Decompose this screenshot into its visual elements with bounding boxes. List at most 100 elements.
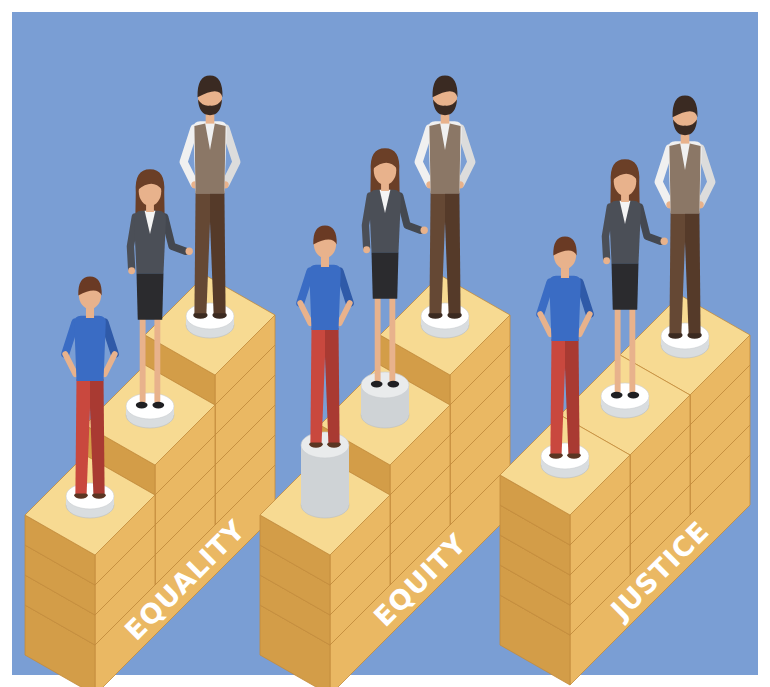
leg bbox=[389, 294, 395, 380]
pedestal bbox=[661, 323, 709, 358]
pedestal bbox=[601, 383, 649, 418]
person-figure bbox=[128, 169, 193, 408]
sleeve bbox=[659, 148, 670, 203]
leg bbox=[140, 315, 146, 401]
pedestal-top bbox=[541, 443, 589, 469]
trousers bbox=[75, 379, 90, 494]
pedestal-top bbox=[601, 383, 649, 409]
jacket bbox=[609, 201, 641, 263]
skirt bbox=[612, 263, 639, 310]
pedestal bbox=[186, 303, 234, 338]
forearm bbox=[65, 354, 75, 374]
person-figure bbox=[363, 148, 428, 387]
block-top bbox=[25, 455, 155, 555]
block-top bbox=[500, 415, 630, 515]
sleeve bbox=[300, 272, 310, 304]
vest bbox=[429, 124, 460, 194]
hair bbox=[433, 76, 458, 98]
hand bbox=[421, 227, 428, 234]
sleeve bbox=[340, 272, 350, 304]
hand bbox=[128, 267, 135, 274]
vest bbox=[669, 144, 700, 214]
pedestal bbox=[301, 432, 349, 518]
trousers bbox=[325, 328, 340, 443]
shoe bbox=[627, 392, 639, 399]
trousers bbox=[210, 191, 226, 313]
person-figure bbox=[540, 236, 590, 458]
blouse bbox=[145, 211, 156, 234]
forearm bbox=[340, 303, 350, 323]
sleeve bbox=[165, 217, 186, 251]
sleeve bbox=[461, 128, 472, 183]
forearm bbox=[540, 314, 550, 334]
hair bbox=[198, 76, 223, 98]
sleeve bbox=[226, 128, 237, 183]
pedestal-top bbox=[66, 483, 114, 509]
shirt bbox=[309, 265, 341, 330]
pedestal bbox=[361, 372, 409, 428]
hair bbox=[138, 170, 163, 190]
person-figure bbox=[65, 276, 115, 498]
trousers bbox=[550, 339, 565, 454]
pedestal bbox=[541, 443, 589, 478]
jacket bbox=[369, 190, 401, 252]
person-figure bbox=[659, 96, 712, 339]
hair bbox=[613, 160, 638, 180]
background-panel bbox=[12, 12, 758, 675]
block-top bbox=[85, 365, 215, 465]
leg bbox=[629, 305, 635, 391]
trousers bbox=[194, 191, 210, 313]
jacket bbox=[134, 211, 166, 273]
trousers bbox=[669, 211, 685, 333]
forearm bbox=[580, 314, 590, 334]
pedestal bbox=[421, 303, 469, 338]
skirt bbox=[372, 252, 399, 299]
shoe bbox=[136, 402, 148, 409]
shirt bbox=[668, 141, 702, 213]
beard bbox=[433, 100, 457, 116]
trousers bbox=[685, 211, 701, 333]
person-figure bbox=[300, 225, 350, 447]
hair bbox=[78, 276, 101, 295]
shoe bbox=[611, 392, 623, 399]
sleeve bbox=[701, 148, 712, 203]
shirt bbox=[74, 316, 106, 381]
hand bbox=[186, 248, 193, 255]
hair bbox=[673, 96, 698, 118]
leg bbox=[375, 294, 381, 380]
blouse bbox=[380, 190, 391, 213]
sleeve bbox=[184, 128, 195, 183]
sleeve bbox=[400, 196, 421, 230]
sleeve bbox=[65, 323, 75, 355]
blouse bbox=[620, 201, 631, 224]
person-figure bbox=[184, 76, 237, 319]
pedestal bbox=[66, 483, 114, 518]
pedestal bbox=[126, 393, 174, 428]
beard bbox=[198, 100, 222, 116]
trousers bbox=[429, 191, 445, 313]
skirt bbox=[137, 273, 164, 320]
sleeve bbox=[105, 323, 115, 355]
pedestal-top bbox=[361, 372, 409, 398]
sleeve bbox=[580, 283, 590, 315]
shirt bbox=[193, 121, 227, 193]
shoe bbox=[387, 381, 399, 388]
shoe bbox=[371, 381, 383, 388]
pedestal-top bbox=[301, 432, 349, 458]
trousers bbox=[310, 328, 325, 443]
person-figure bbox=[419, 76, 472, 319]
leg bbox=[615, 305, 621, 391]
trousers bbox=[90, 379, 105, 494]
forearm bbox=[300, 303, 310, 323]
leg bbox=[154, 315, 160, 401]
hair bbox=[553, 236, 576, 255]
forearm bbox=[105, 354, 115, 374]
person-figure bbox=[603, 159, 668, 398]
shirt bbox=[549, 276, 581, 341]
block-top bbox=[380, 275, 510, 375]
trousers bbox=[565, 339, 580, 454]
hand bbox=[661, 238, 668, 245]
vest bbox=[194, 124, 225, 194]
block-top bbox=[145, 275, 275, 375]
